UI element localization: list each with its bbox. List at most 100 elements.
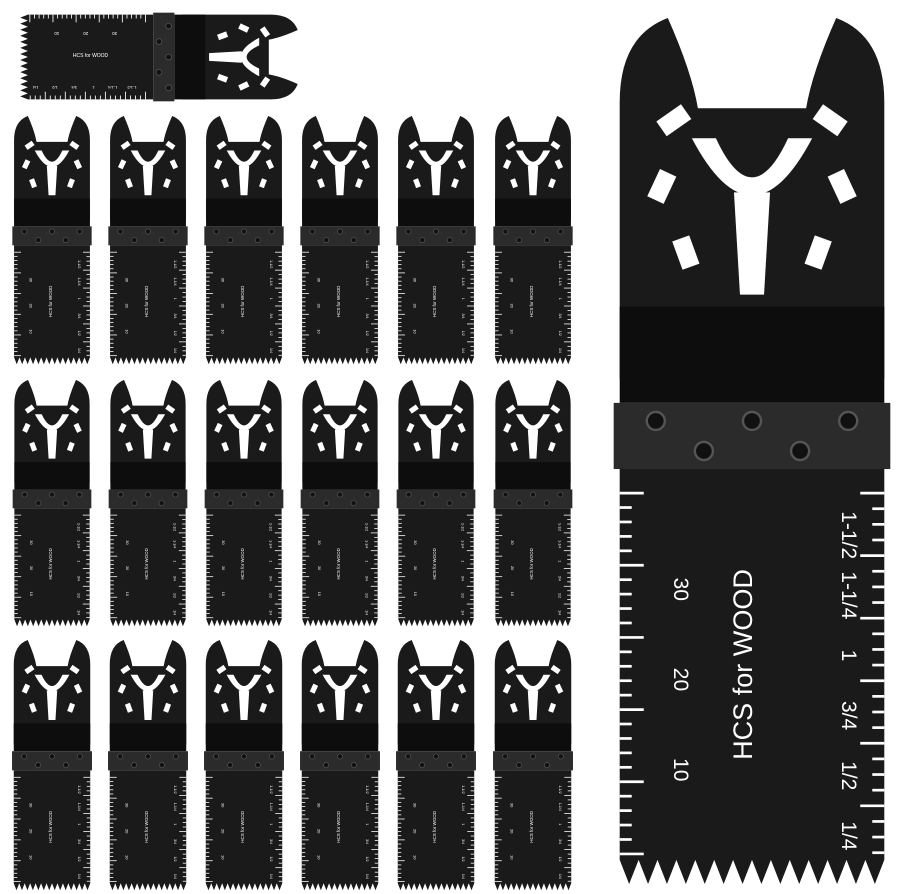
- inch-mark: 1-1/4: [558, 540, 562, 548]
- inch-mark: 1-1/4: [558, 803, 562, 811]
- inch-mark: 1-1/4: [365, 277, 369, 285]
- mm-mark: 20: [669, 668, 692, 691]
- rivet-plate: [204, 226, 284, 246]
- mm-mark: 30: [317, 540, 322, 545]
- blade-label: HCS for WOOD: [336, 285, 341, 317]
- mm-mark: 10: [317, 592, 322, 597]
- inch-mark: 3/4: [558, 313, 562, 318]
- mount-hole: [118, 404, 178, 459]
- inch-mark: 1-1/2: [269, 785, 273, 793]
- inch-mark: 3/4: [461, 576, 465, 581]
- inch-mark: 1-1/2: [269, 260, 273, 268]
- mm-mark: 30: [509, 803, 514, 808]
- inch-mark: 1/4: [173, 874, 177, 879]
- inch-mark: 1-1/4: [461, 277, 465, 285]
- mm-mark: 20: [510, 303, 515, 308]
- inch-mark: 1/4: [558, 874, 562, 879]
- inch-mark: 1-1/2: [461, 523, 465, 531]
- inch-mark: 1: [92, 85, 95, 90]
- mm-mark: 20: [29, 303, 34, 308]
- inch-mark: 1/4: [365, 348, 369, 353]
- mm-mark: 20: [413, 566, 418, 571]
- mount-hole: [21, 140, 83, 196]
- blade-label: HCS for WOOD: [48, 285, 53, 317]
- inch-mark: 1-1/2: [77, 523, 81, 531]
- inch-mark: 1: [173, 298, 177, 300]
- inch-mark: 1: [365, 823, 369, 825]
- blade-teeth: [110, 245, 186, 365]
- mm-mark: 20: [124, 829, 129, 834]
- inch-mark: 1-1/2: [173, 785, 177, 793]
- inch-mark: 1/4: [77, 348, 81, 353]
- inch-mark: 1/4: [461, 610, 465, 615]
- rivet-plate: [493, 226, 573, 246]
- inch-mark: 1-1/2: [77, 260, 81, 268]
- mm-mark: 10: [28, 855, 33, 860]
- mm-mark: 30: [29, 278, 34, 283]
- inch-mark: 3/4: [365, 839, 369, 844]
- inch-mark: 1/4: [461, 348, 465, 353]
- mm-mark: 10: [125, 329, 130, 334]
- mm-mark: 30: [510, 540, 515, 545]
- mm-mark: 20: [221, 566, 226, 571]
- inch-mark: 1-1/4: [837, 571, 860, 619]
- blade-label: HCS for WOOD: [529, 548, 534, 579]
- mm-mark: 20: [317, 303, 322, 308]
- inch-mark: 1: [461, 823, 465, 825]
- blade-teeth: [206, 245, 282, 365]
- inch-mark: 1/2: [461, 331, 465, 336]
- mount-hole: [213, 140, 275, 196]
- inch-mark: 1/4: [32, 85, 38, 90]
- rivet-plate: [300, 751, 380, 771]
- rivet-plate: [12, 751, 92, 771]
- inch-mark: 1-1/2: [365, 260, 369, 268]
- rivet-plate: [493, 489, 573, 509]
- inch-mark: 1: [173, 823, 177, 825]
- inch-mark: 1-1/2: [77, 785, 81, 793]
- inch-mark: 1-1/2: [558, 523, 562, 531]
- inch-mark: 1-1/4: [77, 803, 81, 811]
- inch-mark: 1-1/2: [173, 523, 177, 531]
- mount-hole: [503, 404, 563, 459]
- inch-mark: 1-1/2: [127, 85, 137, 90]
- inch-mark: 1-1/4: [461, 803, 465, 811]
- mm-mark: 20: [28, 829, 33, 834]
- mm-mark: 20: [510, 566, 515, 571]
- inch-mark: 1/2: [269, 331, 273, 336]
- inch-mark: 1-1/4: [77, 540, 81, 548]
- inch-mark: 1: [837, 650, 860, 662]
- inch-mark: 1/4: [173, 610, 177, 615]
- mm-mark: 30: [221, 540, 226, 545]
- rivet-plate: [396, 489, 476, 509]
- blade-teeth: [205, 770, 283, 891]
- blade-teeth: [301, 770, 379, 891]
- inch-mark: 1/4: [77, 874, 81, 879]
- rivet-plate: [300, 226, 380, 246]
- mm-mark: 10: [669, 758, 692, 781]
- inch-mark: 1/2: [558, 856, 562, 861]
- mm-mark: 10: [221, 592, 226, 597]
- inch-mark: 3/4: [365, 576, 369, 581]
- inch-mark: 1/2: [558, 331, 562, 336]
- inch-mark: 1-1/4: [269, 277, 273, 285]
- inch-mark: 3/4: [173, 839, 177, 844]
- mount-hole: [406, 404, 466, 459]
- inch-mark: 1: [365, 298, 369, 300]
- inch-mark: 1/2: [461, 593, 465, 598]
- blade-label: HCS for WOOD: [336, 548, 341, 579]
- mm-mark: 30: [413, 278, 418, 283]
- inch-mark: 1-1/4: [77, 277, 81, 285]
- inch-mark: 1-1/4: [107, 85, 117, 90]
- inch-mark: 3/4: [269, 313, 273, 318]
- inch-mark: 1-1/2: [837, 511, 860, 559]
- mm-mark: 30: [413, 540, 418, 545]
- mm-mark: 10: [125, 592, 130, 597]
- mm-mark: 10: [29, 592, 34, 597]
